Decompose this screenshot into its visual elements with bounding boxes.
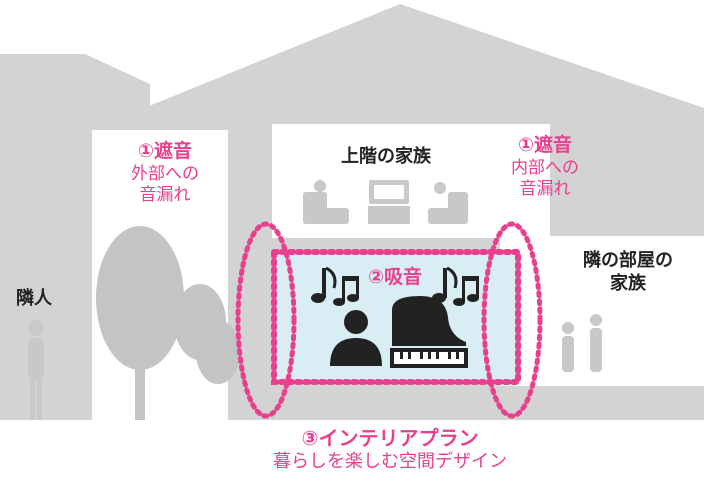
interior-plan-title: ③インテリアプラン xyxy=(301,426,479,450)
next-room-family-label: 隣の部屋の 家族 xyxy=(560,250,696,295)
grand-piano-icon xyxy=(390,296,468,368)
right-soundproof-line2: 音漏れ xyxy=(519,179,571,199)
left-soundproof-line2: 音漏れ xyxy=(139,185,191,205)
floor-slab xyxy=(228,386,704,420)
standing-people-icon xyxy=(562,314,602,372)
music-notes-icon xyxy=(311,266,359,306)
person-icon xyxy=(330,310,382,366)
interior-plan-callout: ③インテリアプラン 暮らしを楽しむ空間デザイン xyxy=(180,426,600,474)
next-room-family-line2: 家族 xyxy=(610,272,646,294)
right-wall-oval xyxy=(481,221,543,419)
absorption-title: ②吸音 xyxy=(367,266,423,288)
tree-icon xyxy=(96,226,240,420)
neighbor-label: 隣人 xyxy=(16,288,52,309)
left-soundproof-title: ①遮音 xyxy=(137,140,193,162)
next-room xyxy=(550,236,704,386)
left-wall-oval xyxy=(235,221,297,419)
right-soundproof-callout: ①遮音 内部への 音漏れ xyxy=(490,134,600,200)
interior-plan-subtitle: 暮らしを楽しむ空間デザイン xyxy=(273,451,507,472)
person-icon xyxy=(28,320,44,420)
sofa-icon xyxy=(428,182,468,224)
right-soundproof-title: ①遮音 xyxy=(517,134,573,156)
left-soundproof-callout: ①遮音 外部への 音漏れ xyxy=(110,140,220,206)
tv-icon xyxy=(368,180,410,224)
sofa-icon xyxy=(303,180,349,224)
upstairs-family-label: 上階の家族 xyxy=(341,146,431,167)
next-room-family-line1: 隣の部屋の xyxy=(583,250,673,271)
right-soundproof-line1: 内部への xyxy=(511,157,579,178)
music-room-border xyxy=(271,249,521,385)
left-soundproof-line1: 外部への xyxy=(131,163,199,184)
